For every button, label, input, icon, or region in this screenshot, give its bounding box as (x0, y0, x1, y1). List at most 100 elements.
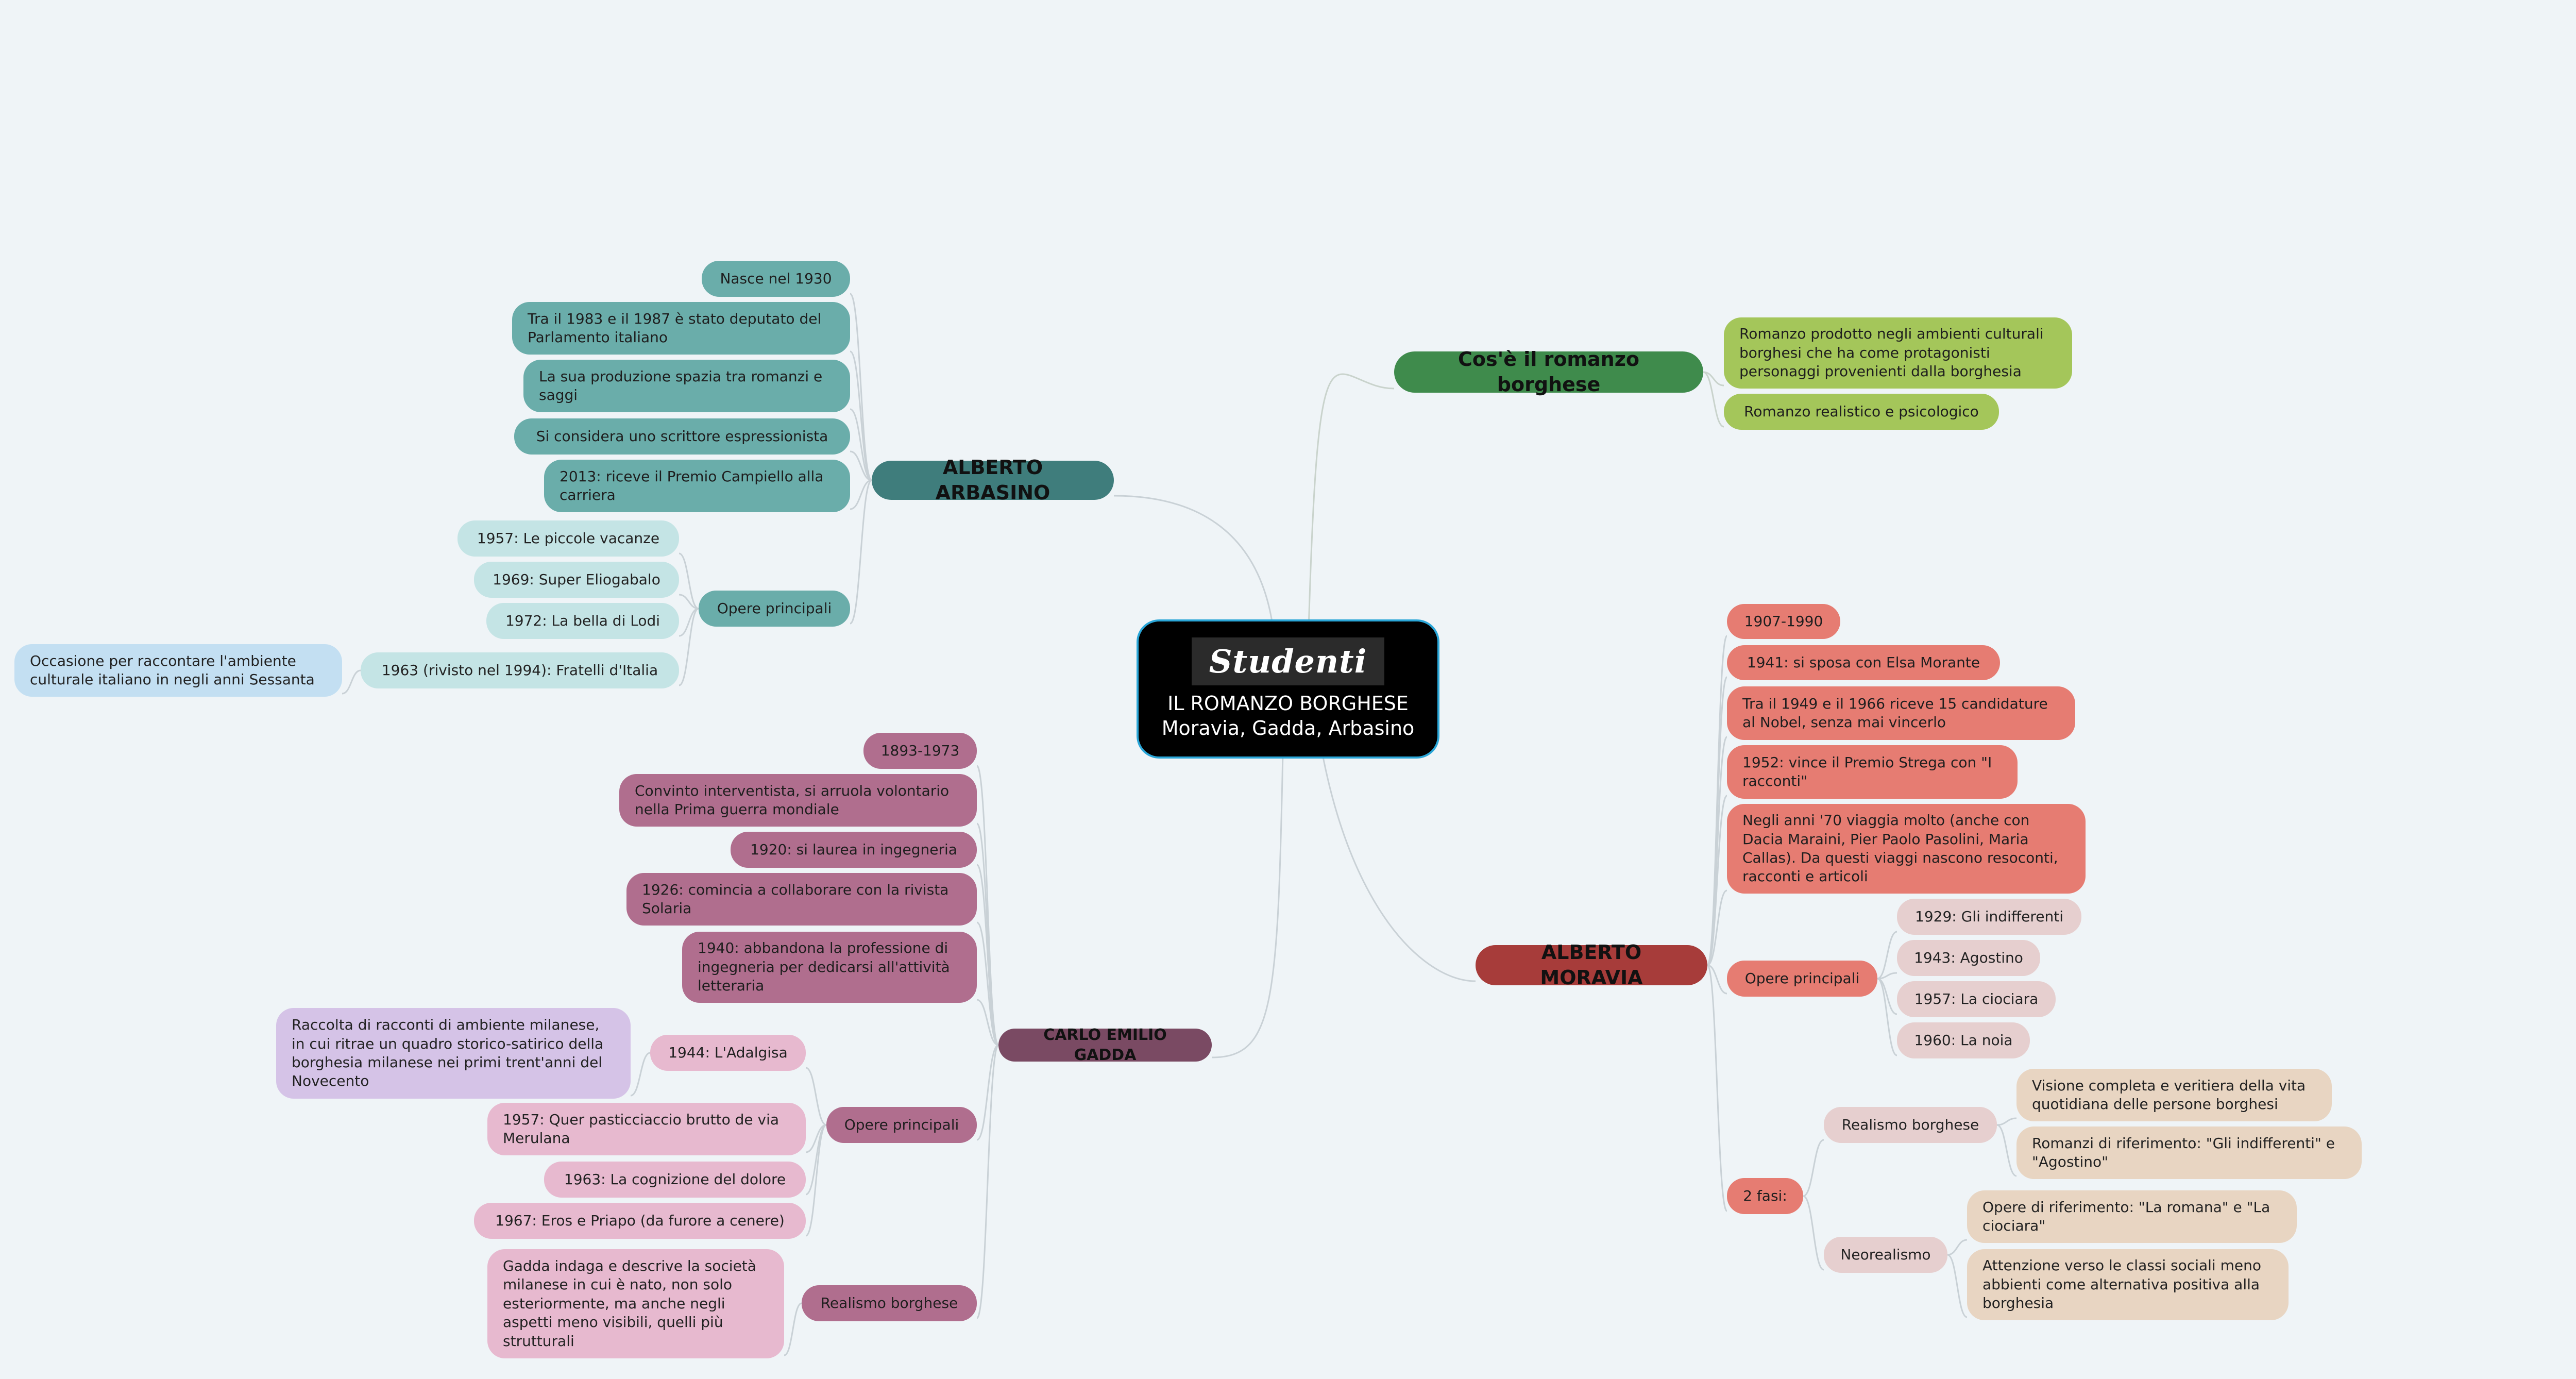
node-1920-si-laurea-in-ingegneria[interactable]: 1920: si laurea in ingegneria (731, 832, 977, 868)
node-la-sua-produzione-spazia-tra-romanzi-e-label: La sua produzione spazia tra romanzi e s… (539, 367, 823, 403)
node-1893-1973[interactable]: 1893-1973 (863, 733, 977, 769)
node-1957-le-piccole-vacanze[interactable]: 1957: Le piccole vacanze (457, 520, 679, 557)
node-romanzi-di-riferimento-gli-indifferenti--label: Romanzi di riferimento: "Gli indifferent… (2032, 1134, 2335, 1170)
node-visione-completa-e-veritiera-della-vita[interactable]: Visione completa e veritiera della vita … (2016, 1069, 2332, 1121)
connector-line (976, 765, 999, 1046)
node-1943-agostino[interactable]: 1943: Agostino (1897, 940, 2040, 976)
node-romanzo-prodotto-negli-ambienti-cultural-label: Romanzo prodotto negli ambienti cultural… (1739, 325, 2044, 380)
node-1907-1990[interactable]: 1907-1990 (1727, 604, 1840, 639)
connector-line (850, 408, 872, 481)
node-1972-la-bella-di-lodi[interactable]: 1972: La bella di Lodi (486, 603, 679, 639)
node-1929-gli-indifferenti-label: 1929: Gli indifferenti (1915, 907, 2063, 925)
node-1969-super-eliogabalo[interactable]: 1969: Super Eliogabalo (474, 562, 679, 598)
node-raccolta-di-racconti-di-ambiente-milanes[interactable]: Raccolta di racconti di ambiente milanes… (276, 1008, 631, 1099)
node-occasione-per-raccontare-l-ambiente[interactable]: Occasione per raccontare l'ambiente cult… (14, 644, 342, 697)
node-1952-vince-il-premio-strega-con-i-label: 1952: vince il Premio Strega con "I racc… (1742, 753, 1992, 789)
node-1963-la-cognizione-del-dolore-label: 1963: La cognizione del dolore (564, 1170, 786, 1188)
node-romanzo-prodotto-negli-ambienti-cultural[interactable]: Romanzo prodotto negli ambienti cultural… (1724, 317, 2072, 389)
connector-line (679, 608, 699, 686)
node-occasione-per-raccontare-l-ambiente-label: Occasione per raccontare l'ambiente cult… (30, 652, 315, 688)
node-opere-principali-label: Opere principali (1744, 969, 1860, 987)
node-realismo-borghese[interactable]: Realismo borghese (1824, 1107, 1997, 1143)
node-1957-quer-pasticciaccio-brutto-de-via-label: 1957: Quer pasticciaccio brutto de via M… (503, 1111, 779, 1147)
connector-line (1996, 1117, 2017, 1126)
connector-line (679, 552, 699, 610)
node-gadda-indaga-e-descrive-la-societa[interactable]: Gadda indaga e descrive la società milan… (487, 1249, 784, 1358)
node-opere-di-riferimento-la-romana-e-la-label: Opere di riferimento: "La romana" e "La … (1982, 1198, 2270, 1234)
node-romanzi-di-riferimento-gli-indifferenti-[interactable]: Romanzi di riferimento: "Gli indifferent… (2016, 1126, 2362, 1179)
node-2013-riceve-il-premio-campiello-alla-label: 2013: riceve il Premio Campiello alla ca… (560, 467, 824, 503)
connector-line (850, 350, 872, 481)
node-tra-il-1949-e-il-1966-riceve-15-candidat[interactable]: Tra il 1949 e il 1966 riceve 15 candidat… (1727, 686, 2075, 740)
node-1920-si-laurea-in-ingegneria-label: 1920: si laurea in ingegneria (750, 840, 957, 858)
branch-alberto-arbasino[interactable]: ALBERTO ARBASINO (872, 456, 1114, 504)
connector-line (1803, 1139, 1824, 1197)
node-1944-l-adalgisa[interactable]: 1944: L'Adalgisa (650, 1035, 806, 1071)
node-1943-agostino-label: 1943: Agostino (1914, 949, 2023, 966)
node-1929-gli-indifferenti[interactable]: 1929: Gli indifferenti (1897, 899, 2081, 935)
connector-line (976, 999, 999, 1046)
connector-line (850, 479, 872, 510)
connector-line (1877, 931, 1897, 980)
node-realismo-borghese[interactable]: Realismo borghese (802, 1285, 977, 1321)
connector-line (1706, 676, 1728, 966)
node-nasce-nel-1930[interactable]: Nasce nel 1930 (702, 261, 850, 297)
node-1967-eros-e-priapo-da-furore-a-cenere-label: 1967: Eros e Priapo (da furore a cenere) (495, 1212, 785, 1229)
node-tra-il-1983-e-il-1987-e-stato-deputato-d-label: Tra il 1983 e il 1987 è stato deputato d… (528, 310, 822, 346)
node-romanzo-realistico-e-psicologico[interactable]: Romanzo realistico e psicologico (1724, 394, 1999, 430)
node-opere-principali[interactable]: Opere principali (1727, 961, 1877, 997)
node-1957-la-ciociara[interactable]: 1957: La ciociara (1897, 981, 2056, 1017)
node-opere-di-riferimento-la-romana-e-la[interactable]: Opere di riferimento: "La romana" e "La … (1967, 1190, 2297, 1243)
node-1941-si-sposa-con-elsa-morante[interactable]: 1941: si sposa con Elsa Morante (1727, 645, 2000, 680)
node-convinto-interventista-si-arruola-volont-label: Convinto interventista, si arruola volon… (635, 782, 950, 818)
node-negli-anni-70-viaggia-molto-anche-con[interactable]: Negli anni '70 viaggia molto (anche con … (1727, 804, 2086, 894)
node-2013-riceve-il-premio-campiello-alla[interactable]: 2013: riceve il Premio Campiello alla ca… (544, 460, 850, 512)
node-opere-principali[interactable]: Opere principali (826, 1107, 977, 1143)
node-1967-eros-e-priapo-da-furore-a-cenere[interactable]: 1967: Eros e Priapo (da furore a cenere) (474, 1203, 806, 1239)
root-node[interactable]: Studenti IL ROMANZO BORGHESE Moravia, Ga… (1137, 619, 1439, 759)
node-si-considera-uno-scrittore-espressionist[interactable]: Si considera uno scrittore espressionist… (514, 418, 850, 455)
connector-line (1707, 964, 1727, 995)
node-2-fasi-label: 2 fasi: (1743, 1187, 1787, 1204)
branch-cos-e-il-romanzo-borghese[interactable]: Cos'è il romanzo borghese (1394, 348, 1703, 396)
node-attenzione-verso-le-classi-sociali-meno[interactable]: Attenzione verso le classi sociali meno … (1967, 1249, 2289, 1320)
node-nasce-nel-1930-label: Nasce nel 1930 (720, 270, 832, 287)
connector-line (976, 1044, 999, 1319)
connector-line (805, 1124, 827, 1237)
node-1972-la-bella-di-lodi-label: 1972: La bella di Lodi (505, 612, 660, 629)
node-la-sua-produzione-spazia-tra-romanzi-e[interactable]: La sua produzione spazia tra romanzi e s… (523, 360, 850, 412)
node-1963-rivisto-nel-1994-fratelli-d-italia[interactable]: 1963 (rivisto nel 1994): Fratelli d'Ital… (361, 652, 679, 688)
studenti-logo: Studenti (1191, 637, 1385, 685)
connector-line (1706, 964, 1728, 1212)
connector-line (630, 1052, 651, 1097)
node-tra-il-1983-e-il-1987-e-stato-deputato-d[interactable]: Tra il 1983 e il 1987 è stato deputato d… (512, 302, 850, 355)
node-convinto-interventista-si-arruola-volont[interactable]: Convinto interventista, si arruola volon… (619, 774, 977, 827)
node-1963-la-cognizione-del-dolore[interactable]: 1963: La cognizione del dolore (544, 1162, 806, 1198)
connector-line (850, 450, 872, 481)
node-1940-abbandona-la-professione-di-label: 1940: abbandona la professione di ingegn… (698, 939, 950, 995)
connector-line (1996, 1124, 2017, 1177)
node-1907-1990-label: 1907-1990 (1744, 612, 1823, 630)
node-1960-la-noia[interactable]: 1960: La noia (1897, 1022, 2030, 1058)
connector-line (342, 669, 361, 695)
node-1952-vince-il-premio-strega-con-i[interactable]: 1952: vince il Premio Strega con "I racc… (1727, 745, 2018, 799)
branch-alberto-moravia-label: ALBERTO MORAVIA (1540, 940, 1643, 989)
node-1926-comincia-a-collaborare-con-la-rivis[interactable]: 1926: comincia a collaborare con la rivi… (626, 873, 977, 926)
connector-line (679, 594, 699, 610)
node-1957-quer-pasticciaccio-brutto-de-via[interactable]: 1957: Quer pasticciaccio brutto de via M… (487, 1103, 806, 1155)
node-neorealismo[interactable]: Neorealismo (1824, 1237, 1947, 1273)
branch-alberto-moravia[interactable]: ALBERTO MORAVIA (1476, 941, 1707, 989)
connector-line (1703, 371, 1724, 428)
connector-line (1308, 373, 1395, 630)
node-2-fasi[interactable]: 2 fasi: (1727, 1178, 1803, 1214)
node-1944-l-adalgisa-label: 1944: L'Adalgisa (668, 1044, 788, 1061)
branch-carlo-emilio-gadda[interactable]: CARLO EMILIO GADDA (998, 1026, 1212, 1064)
node-1940-abbandona-la-professione-di[interactable]: 1940: abbandona la professione di ingegn… (682, 932, 977, 1003)
connector-line (805, 1124, 827, 1153)
connector-line (976, 864, 999, 1046)
node-negli-anni-70-viaggia-molto-anche-con-label: Negli anni '70 viaggia molto (anche con … (1742, 812, 2058, 885)
node-opere-principali[interactable]: Opere principali (699, 591, 850, 627)
node-romanzo-realistico-e-psicologico-label: Romanzo realistico e psicologico (1744, 402, 1979, 420)
